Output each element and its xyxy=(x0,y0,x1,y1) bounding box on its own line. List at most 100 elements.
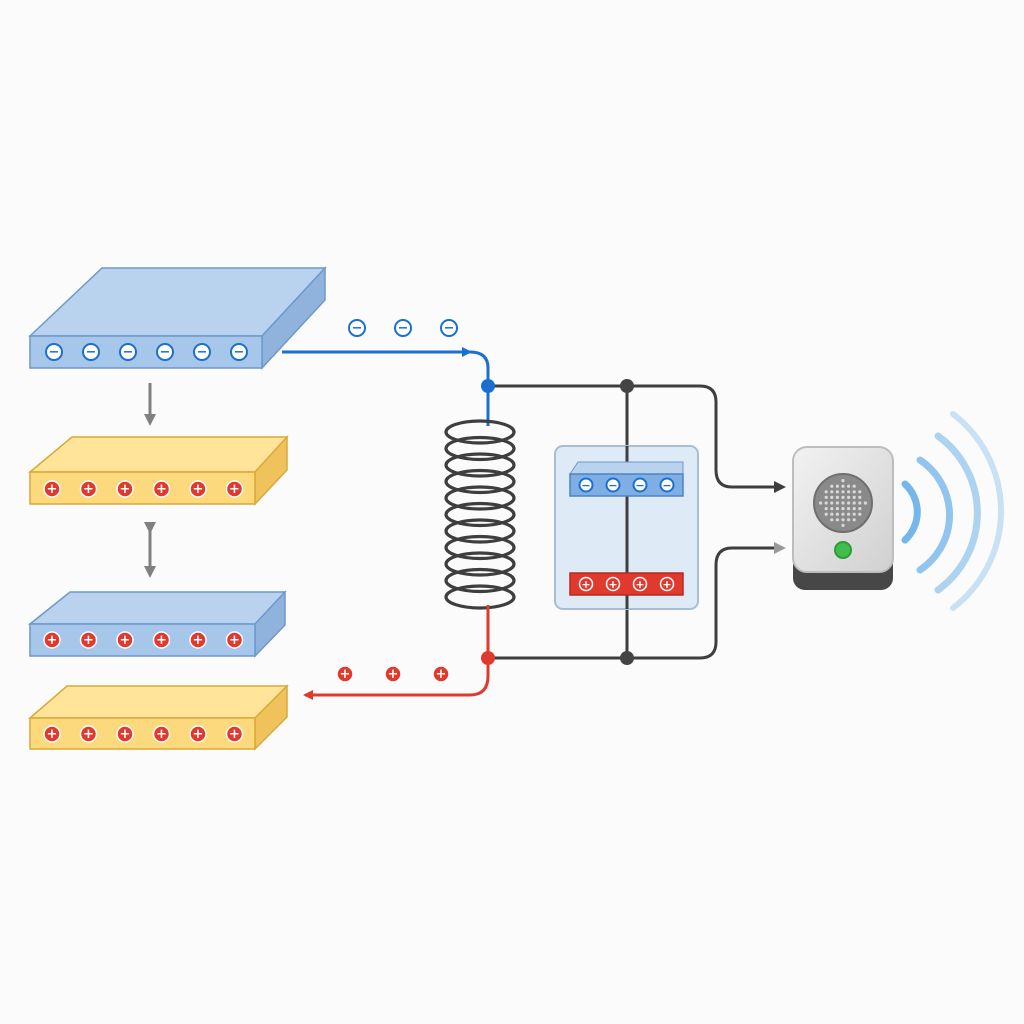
grille-hole xyxy=(852,495,856,499)
grille-hole xyxy=(847,501,851,505)
negative-charge-symbol: − xyxy=(581,479,590,492)
positive-charge-marker xyxy=(432,665,450,683)
coil-turn xyxy=(444,567,516,594)
grille-hole xyxy=(841,507,845,511)
positive-charge-symbol: + xyxy=(47,633,58,648)
coil-turn xyxy=(444,551,516,577)
positive-charge-marker xyxy=(79,631,98,649)
negative-charge-marker xyxy=(193,343,211,361)
grille-hole xyxy=(852,484,856,488)
positive-charge-symbol: + xyxy=(83,727,94,742)
grille-hole xyxy=(847,512,851,516)
positive-charge-symbol: + xyxy=(608,578,617,591)
grille-hole xyxy=(847,518,851,522)
negative-charge-marker xyxy=(119,343,137,361)
positive-charge-symbol: + xyxy=(581,578,590,591)
signal-wave-2 xyxy=(916,456,954,574)
positive-charge-symbol: + xyxy=(635,578,644,591)
coil-turn xyxy=(444,435,516,462)
grille-hole xyxy=(852,518,856,522)
plate-3-blue-positive: + + + + + + xyxy=(27,590,287,658)
signal-wave-1 xyxy=(901,480,921,544)
positive-charge-symbol: + xyxy=(156,633,167,648)
negative-charge-symbol: − xyxy=(197,345,208,360)
plate-4-top xyxy=(27,685,289,719)
positive-charge-symbol: + xyxy=(83,633,94,648)
plate-4-yellow-positive: ++++++ xyxy=(27,684,289,751)
negative-flow-charges: −−− xyxy=(348,319,458,337)
positive-charge-marker xyxy=(605,576,621,592)
grille-hole xyxy=(835,518,840,522)
positive-flow-wire xyxy=(303,610,490,700)
negative-charge-symbol: − xyxy=(160,345,171,360)
negative-charge-symbol: − xyxy=(444,321,455,336)
grille-hole xyxy=(824,507,828,511)
grille-hole xyxy=(835,484,840,488)
positive-charge-symbol: + xyxy=(47,482,58,497)
capacitor: −−−− ++++ xyxy=(554,445,699,610)
grille-hole xyxy=(824,495,828,499)
plate-2-charges: ++++++ xyxy=(43,480,244,498)
positive-charge-marker xyxy=(152,725,171,743)
grille-hole xyxy=(858,490,862,494)
speaker-grille-holes xyxy=(819,479,868,528)
plate-2-top xyxy=(27,436,289,473)
positive-charge-marker xyxy=(43,725,61,743)
positive-charge-marker xyxy=(79,725,98,743)
coil-turn xyxy=(444,501,516,528)
positive-charge-symbol: + xyxy=(193,633,204,648)
junction-capacitor-top xyxy=(620,379,634,393)
plate-2-yellow-positive: ++++++ xyxy=(27,435,289,506)
grille-hole xyxy=(852,507,856,511)
grille-hole xyxy=(841,490,845,494)
grille-hole xyxy=(863,501,868,505)
plate-1-front xyxy=(29,335,263,369)
positive-charge-symbol: + xyxy=(193,727,204,742)
grille-hole xyxy=(835,507,840,511)
grille-hole xyxy=(824,512,828,516)
grille-hole xyxy=(835,495,840,499)
coil-turn xyxy=(444,452,516,478)
plate-1-blue-negative: −−−−−− xyxy=(28,266,327,370)
positive-charge-marker xyxy=(632,576,648,592)
grille-hole xyxy=(841,495,845,499)
negative-charge-marker xyxy=(230,343,248,361)
positive-charge-symbol: + xyxy=(156,482,167,497)
positive-charge-marker xyxy=(336,665,354,683)
negative-charge-marker xyxy=(394,319,412,337)
capacitor-upper-charges: −−−− xyxy=(578,477,675,493)
positive-charge-symbol: + xyxy=(156,727,167,742)
negative-charge-marker xyxy=(45,343,63,361)
negative-charge-symbol: − xyxy=(608,479,617,492)
capacitor-upper-top xyxy=(569,461,684,475)
signal-wave-4 xyxy=(950,411,1004,611)
positive-charge-marker xyxy=(189,725,207,743)
grille-hole xyxy=(835,512,840,516)
positive-charge-symbol: + xyxy=(388,667,399,682)
grille-hole xyxy=(858,495,862,499)
junction-coil-top xyxy=(481,379,495,393)
positive-charge-marker xyxy=(384,665,402,683)
spring-coil-icon xyxy=(444,419,516,612)
positive-charge-symbol: + xyxy=(340,667,351,682)
positive-charge-marker xyxy=(225,725,244,743)
positive-charge-symbol: + xyxy=(229,633,240,648)
plate-2-front xyxy=(29,471,256,505)
positive-charge-symbol: + xyxy=(120,633,131,648)
grille-hole xyxy=(847,495,851,499)
coil-turn xyxy=(444,534,516,561)
capacitor-upper-plate xyxy=(569,473,684,497)
positive-charge-marker xyxy=(578,576,594,592)
signal-wave-3 xyxy=(934,432,981,594)
grille-hole xyxy=(830,484,834,488)
top-bus-wire xyxy=(488,384,786,493)
negative-flow-wire-bend xyxy=(469,350,490,420)
grille-hole xyxy=(852,501,856,505)
positive-charge-symbol: + xyxy=(193,482,204,497)
wireless-signal-icon xyxy=(901,411,1004,611)
grille-hole xyxy=(841,518,845,522)
grille-hole xyxy=(830,490,834,494)
negative-charge-marker xyxy=(632,477,648,493)
positive-charge-marker xyxy=(116,480,134,498)
